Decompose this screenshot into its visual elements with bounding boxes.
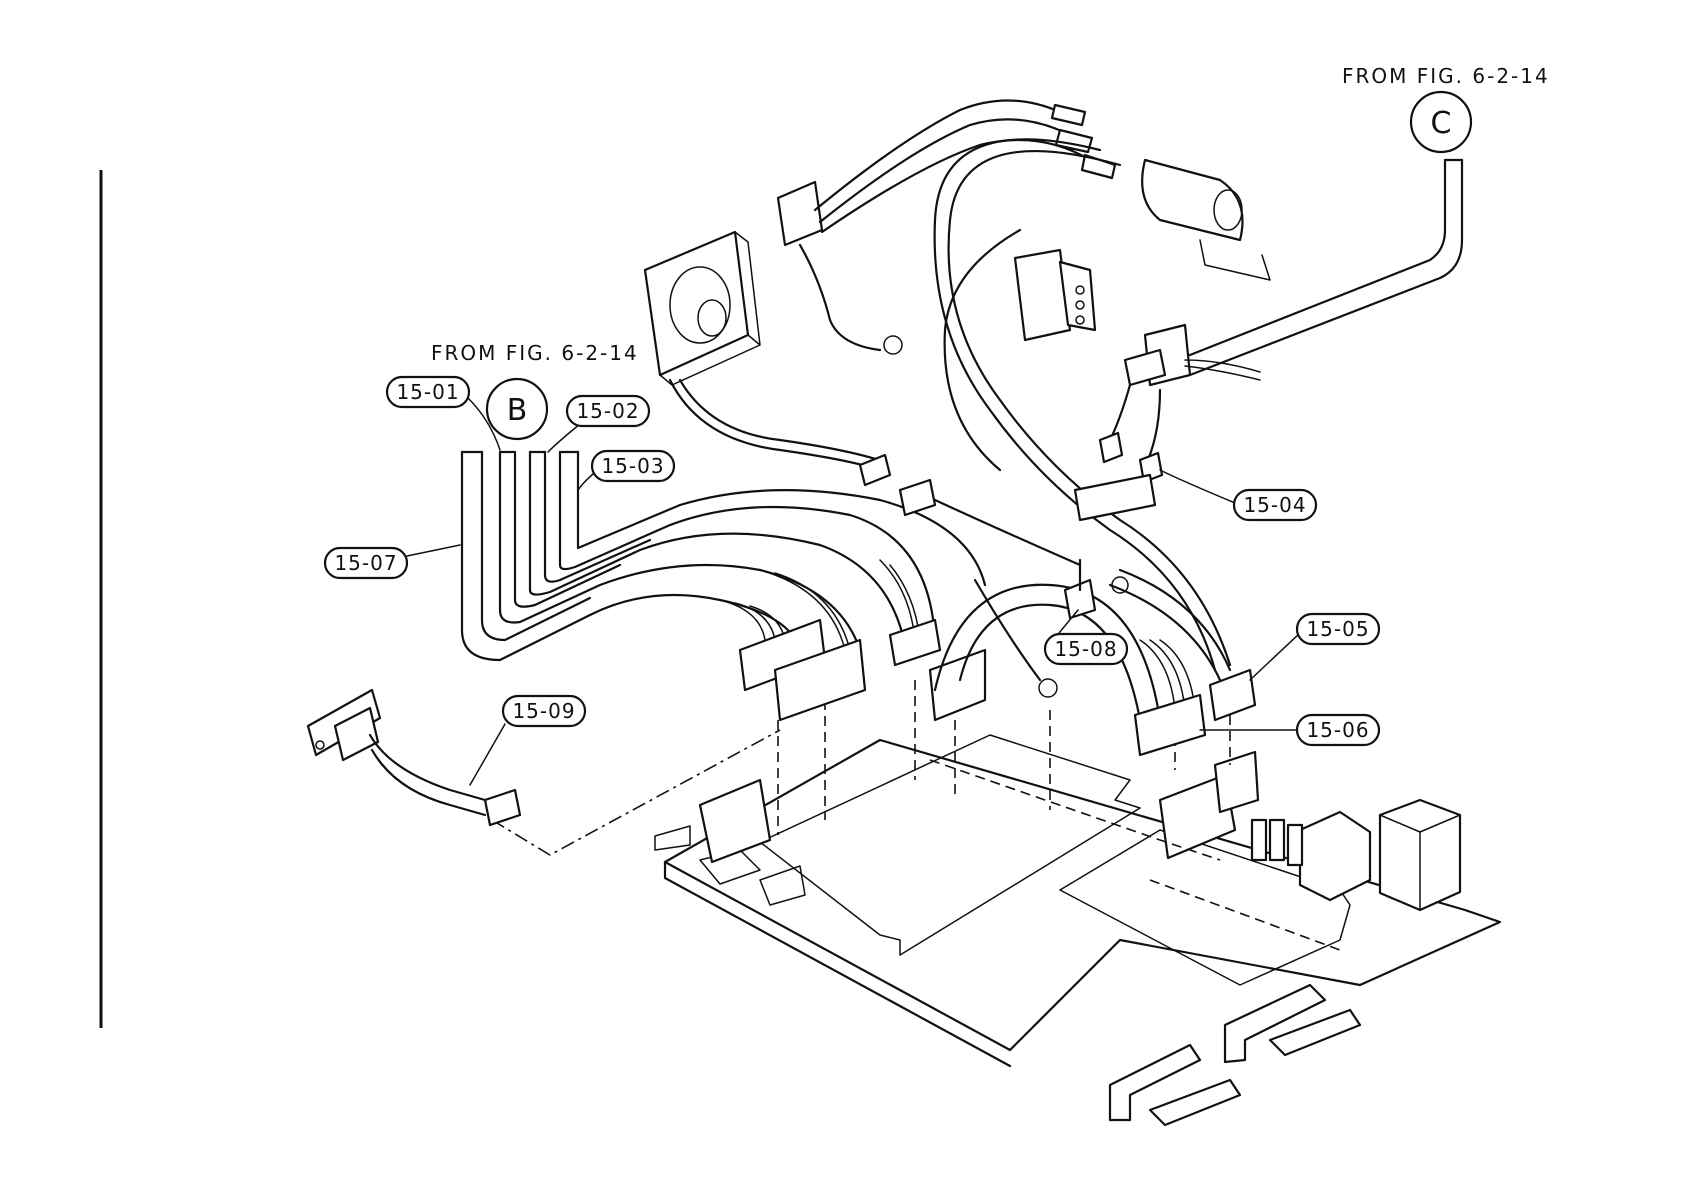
part-tag-15-09: 15-09 — [503, 696, 585, 726]
part-tag-15-01-label: 15-01 — [396, 380, 459, 404]
circuit-board — [655, 735, 1500, 1125]
part-tag-15-02-label: 15-02 — [576, 399, 639, 423]
part-tag-15-05: 15-05 — [1297, 614, 1379, 644]
ground-wire — [975, 560, 1128, 697]
part-tag-15-02: 15-02 — [567, 396, 649, 426]
ref-marker-c-label: C — [1431, 106, 1452, 141]
part-tag-15-04: 15-04 — [1234, 490, 1316, 520]
from-label-left: FROM FIG. 6-2-14 — [431, 341, 639, 365]
part-tag-15-05-label: 15-05 — [1306, 617, 1369, 641]
part-tag-15-01: 15-01 — [387, 377, 469, 407]
part-tag-15-03: 15-03 — [592, 451, 674, 481]
part-tag-15-06-label: 15-06 — [1306, 718, 1369, 742]
part-tag-15-07: 15-07 — [325, 548, 407, 578]
ref-marker-b-label: B — [507, 393, 528, 428]
upper-harness — [778, 100, 1270, 670]
part-tag-15-07-label: 15-07 — [334, 551, 397, 575]
part-tag-15-06: 15-06 — [1297, 715, 1379, 745]
part-tag-15-03-label: 15-03 — [601, 454, 664, 478]
from-label-top: FROM FIG. 6-2-14 — [1342, 64, 1550, 88]
part-tag-15-08: 15-08 — [1045, 634, 1127, 664]
ref-marker-c: C — [1411, 92, 1471, 152]
part-tag-15-04-label: 15-04 — [1243, 493, 1306, 517]
part-tag-15-09-label: 15-09 — [512, 699, 575, 723]
cooling-fan — [645, 232, 1080, 565]
ref-marker-b: B — [487, 379, 547, 439]
dsub-cable — [308, 690, 520, 825]
part-tag-15-08-label: 15-08 — [1054, 637, 1117, 661]
